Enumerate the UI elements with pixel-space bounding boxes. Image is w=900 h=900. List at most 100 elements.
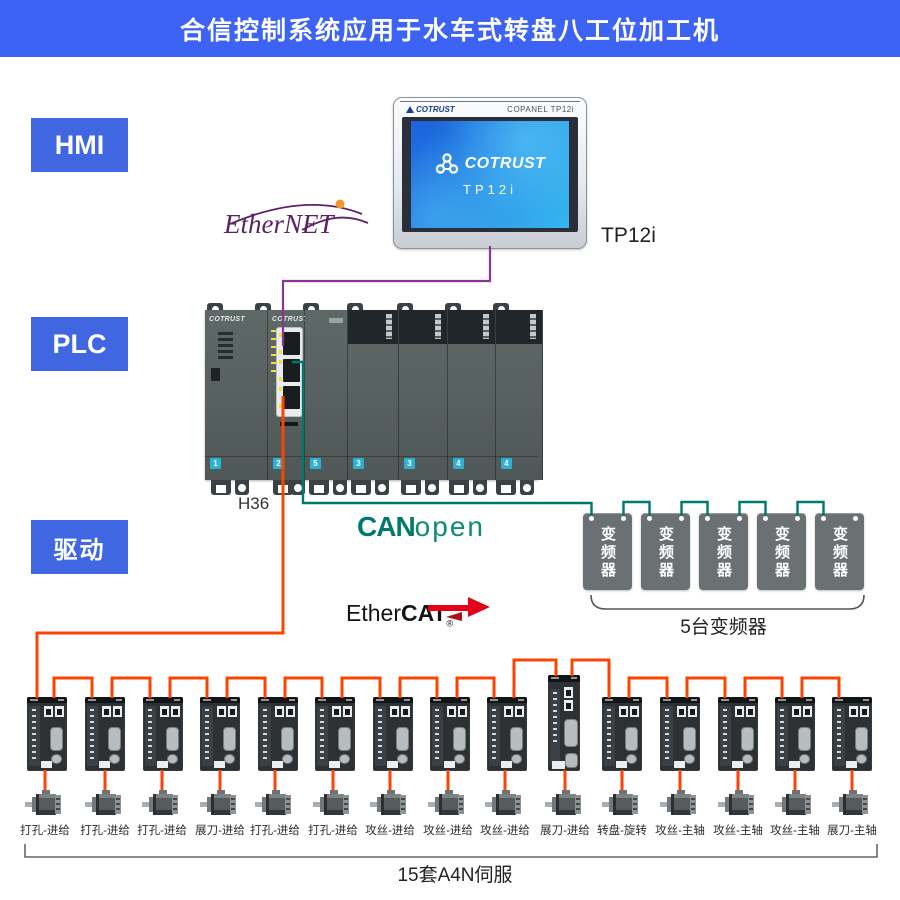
drive-rj45-ports [390, 706, 410, 717]
vent-slots [218, 332, 233, 360]
motor-function-label: 展刀-主轴 [827, 825, 877, 837]
servo-drive [373, 697, 413, 771]
page-title: 合信控制系统应用于水车式转盘八工位加工机 [179, 16, 720, 45]
drive-led-panel [29, 706, 40, 766]
sd-card-slot [280, 422, 298, 426]
din-foot [309, 480, 329, 495]
section-label-plc-text: PLC [52, 328, 107, 359]
servo-drive [430, 697, 470, 771]
section-label-drive-text: 驱动 [53, 536, 106, 564]
aux-connector [565, 753, 578, 768]
servo-drive [602, 697, 642, 771]
drive-led-panel [662, 706, 673, 766]
servo-motor [660, 790, 696, 815]
section-label-drive: 驱动 [31, 520, 128, 574]
wire [283, 676, 324, 698]
servo-drive [200, 697, 240, 771]
aux-connector [626, 754, 637, 764]
db-connector [453, 727, 466, 751]
wire [800, 676, 841, 698]
io-top-band [448, 310, 495, 344]
module-number-badge: 3 [404, 458, 415, 469]
drive-label-chip [99, 761, 110, 768]
drive-rj45-ports [504, 706, 524, 717]
vfd-box: 变频器 [699, 513, 748, 590]
motor-function-label: 攻丝-主轴 [713, 825, 763, 837]
screen-frame: COTRUST TP12i [402, 117, 578, 232]
rj45-port [279, 332, 300, 355]
plc-model-label: H36 [238, 494, 270, 513]
cotrust-logo-icon [406, 106, 414, 113]
plc-module-io: 4 [496, 310, 543, 480]
drive-top-band [373, 697, 413, 703]
module-brand-text: COTRUST [272, 316, 308, 323]
drive-label-chip [387, 761, 398, 768]
aux-connector [742, 754, 753, 764]
drive-rj45-ports [792, 706, 812, 717]
aux-connector [397, 754, 408, 764]
ethercat-normal-text: Ether [346, 600, 401, 626]
module-tag [329, 318, 343, 323]
drive-rj45-ports [849, 706, 869, 717]
drive-top-band [430, 697, 470, 703]
servo-motor [255, 790, 291, 815]
drive-label-chip [674, 761, 685, 768]
aux-connector [109, 754, 120, 764]
wire [340, 676, 382, 698]
servo-drive [660, 697, 700, 771]
motor-function-label: 展刀-进给 [540, 825, 590, 837]
din-foot [496, 480, 516, 495]
drive-led-panel [720, 706, 731, 766]
drive-led-panel [145, 706, 156, 766]
screen-model: TP12i [463, 182, 517, 197]
vfd-box: 变频器 [583, 513, 632, 590]
drive-led-panel [87, 706, 98, 766]
din-foot [333, 480, 347, 495]
drive-top-band [660, 697, 700, 703]
wire [627, 676, 669, 698]
db-connector [50, 727, 63, 751]
wire [398, 676, 439, 698]
aux-connector [167, 754, 178, 764]
db-connector [223, 727, 236, 751]
section-label-plc: PLC [31, 317, 128, 371]
bezel-brand: COTRUST [406, 105, 455, 114]
drive-led-panel [432, 706, 443, 766]
drive-led-panel [489, 706, 500, 766]
drive-top-band [85, 697, 125, 703]
title-banner: 合信控制系统应用于水车式转盘八工位加工机 [0, 0, 900, 57]
module-number-badge: 5 [310, 458, 321, 469]
aux-connector [856, 754, 867, 764]
motor-function-label: 打孔-进给 [250, 825, 300, 837]
vfd-box: 变频器 [641, 513, 690, 590]
vfd-box: 变频器 [815, 513, 864, 590]
servo-motor [718, 790, 754, 815]
status-led-column [271, 330, 278, 374]
io-band-label-bar [386, 314, 392, 339]
canopen-light-text: open [414, 511, 485, 542]
motor-function-label: 转盘-旋转 [597, 825, 647, 837]
motor-function-label: 攻丝-主轴 [655, 825, 705, 837]
db-connector [166, 727, 179, 751]
db-connector [798, 727, 811, 751]
power-switch [211, 368, 220, 381]
motor-function-label: 展刀-进给 [195, 825, 245, 837]
ethercat-bold-text: CAT [400, 600, 447, 626]
servo-drive [832, 697, 872, 771]
plc-module-io: 3 [348, 310, 399, 480]
io-top-band [399, 310, 447, 344]
ethercat-logo: EtherCAT® [346, 600, 453, 629]
aux-connector [282, 754, 293, 764]
drive-label-chip [846, 761, 857, 768]
drive-led-panel [834, 706, 845, 766]
din-foot [401, 480, 421, 495]
drive-label-chip [552, 761, 565, 769]
drive-top-band [775, 697, 815, 703]
servo-motor [428, 790, 464, 815]
bezel-line [400, 101, 580, 102]
motor-function-label: 攻丝-进给 [365, 825, 415, 837]
wire [168, 676, 209, 698]
motor-function-label: 打孔-进给 [137, 825, 187, 837]
